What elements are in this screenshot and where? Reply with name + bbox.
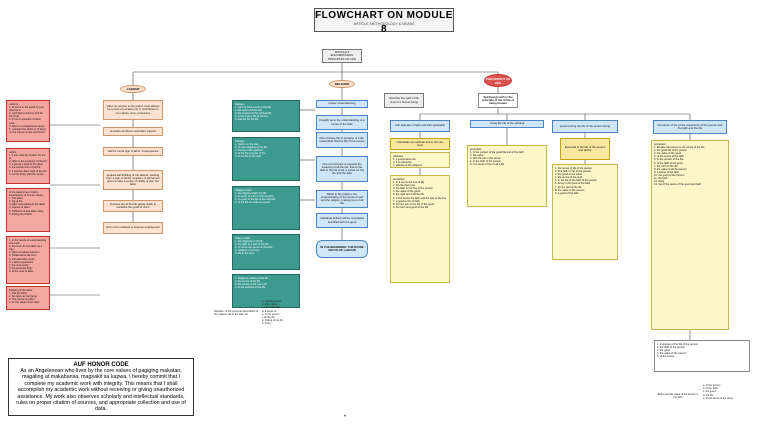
labour-box-4: applied self-fulfilling of the laborer: … (103, 170, 163, 190)
labour-side-box-3: In the basic inner of labor Experiences … (6, 188, 50, 232)
honor-code-body: As an Angelenean who lives by the core v… (16, 368, 186, 413)
religion-blue-box-5: Belief in the religion, the understandin… (316, 190, 368, 208)
religion-teal-box-1: Religion 1. work of God a trust of the l… (232, 100, 300, 132)
religion-teal-box-2: Religion 1. God is on the way 2. of sole… (232, 137, 300, 181)
right-col1-box: procedure 1. Is the subject of the good … (467, 145, 547, 207)
honor-code-title: AUF HONOR CODE (73, 362, 129, 368)
center-yellow-box-3: procedure 1. In a sense the one of life … (390, 175, 450, 283)
right-bottom-box: 1. Important of the life of the person 2… (654, 340, 750, 372)
religion-blue-box-4: One of principles to express the meaning… (316, 156, 368, 182)
labour-side-box-4: 1. In the needs of understanding ones se… (6, 236, 50, 284)
right-col3-box: procedure 1. Elevate the person in the s… (651, 140, 729, 330)
right-sub-header-2: person being the life of the person bein… (552, 120, 618, 133)
labour-box-2: provides workforce and labor support (103, 127, 163, 136)
labour-side-box-1: Labor is 1. at home in the world by just… (6, 100, 50, 142)
center-yellow-box-2: Attitudes 1. a cooperative act 2. it is … (390, 152, 450, 168)
right-header-box: Spiritual growth is the principle of the… (478, 93, 518, 108)
labour-box-1: Labor as service to the nation must alwa… (103, 100, 163, 120)
center-label-box: with attitudes of faith and with spiritu… (390, 120, 450, 132)
branch-labour: LABOUR (120, 85, 146, 93)
religion-teal-box-4: Roles of faith 1. the religious in the l… (232, 234, 300, 270)
right-bottom-note-left: Ethics and the value of the person in th… (657, 392, 699, 399)
labour-box-3: call the moral sign of labor: consequenc… (103, 147, 163, 156)
labour-side-box-5: Relating of the labor 1. that the labor … (6, 286, 50, 310)
religion-teal-box-3: Religious faith 1. the religious faith o… (232, 186, 300, 230)
page-subtitle: ARTICLE, METHODOLOGY & MEANS (353, 22, 415, 26)
page-mark: • (344, 414, 347, 420)
religion-teal-box-5: 1. Religious values of the life 2. the s… (232, 274, 300, 308)
labour-box-5: Involves are of the life giving depth to… (103, 200, 163, 212)
religion-blue-box-6: Individual actions will be completed and… (316, 213, 368, 228)
religion-hexagon: IN THE BEGINNING: THE DIVINE GRACE OF LA… (316, 240, 368, 258)
center-top-box: Describe the spirit of life (1st) of a h… (384, 93, 424, 108)
branch-philosophy: PHILOSOPHY OF LIFE (484, 74, 512, 87)
center-yellow-box-1: Individuals are spiritual and in the rar… (390, 138, 450, 150)
labour-box-6: both more resistant to improve employmen… (103, 222, 163, 234)
labour-side-box-2: Action: 1. it can state be of labor for … (6, 148, 50, 184)
page-title: FLOWCHART ON MODULE 8 (314, 8, 454, 35)
religion-note-2: a. Identify person b. daily values c. li… (262, 300, 283, 326)
right-sub-header-1: Living the life of the spiritual (470, 120, 544, 128)
religion-blue-box-2: brought up to the understanding of a sen… (316, 115, 368, 130)
right-col2-box: 1. the sense of life of the person 2. Th… (552, 164, 618, 260)
religion-blue-box-3: One of these the to purpose of a life: u… (316, 132, 368, 148)
religion-blue-box-1: proper Understanding (316, 100, 368, 108)
branch-religion: RELIGION (329, 80, 355, 88)
right-col2-top-box: Essential of the life of the person and … (560, 138, 610, 160)
right-sub-header-3: the sense of the of the experience of th… (653, 120, 727, 134)
root-node: MODULE 8 ENCOMPASSING PRINCIPLES OF LIFE (322, 49, 362, 63)
honor-code-box: AUF HONOR CODE As an Angelenean who live… (8, 358, 194, 416)
right-bottom-note-right: a. of the person b. of the faith c. the … (703, 384, 734, 400)
religion-note-1: Attitudes: of the personal observation o… (214, 310, 259, 317)
